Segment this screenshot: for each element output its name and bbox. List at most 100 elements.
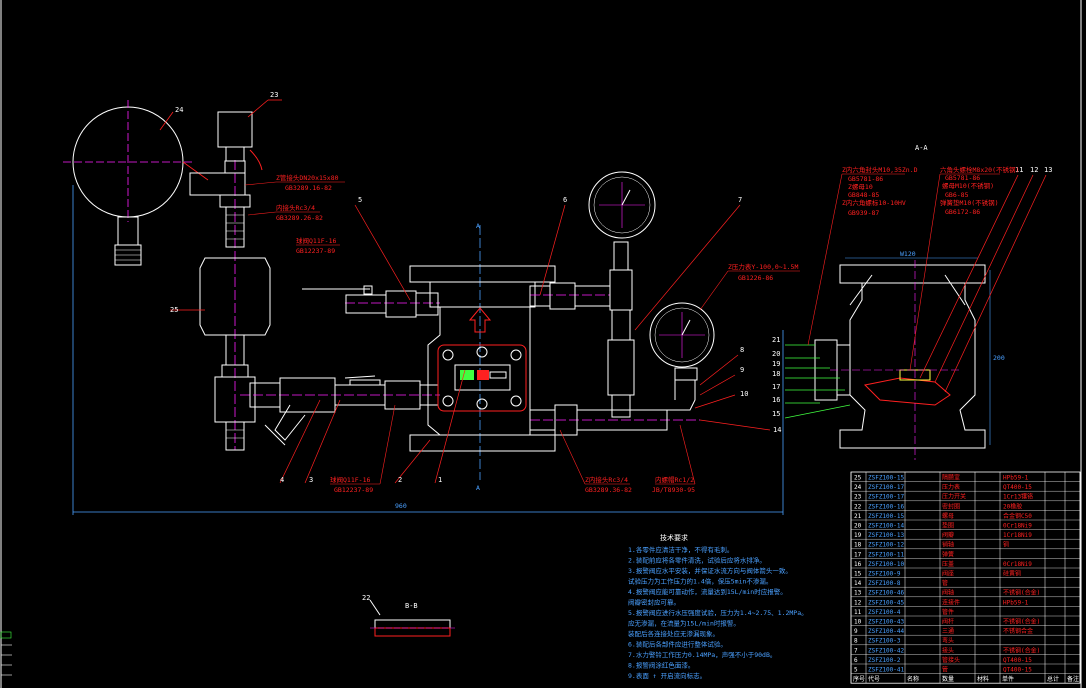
part-num-4: 4 bbox=[280, 476, 284, 484]
part-num-17: 17 bbox=[772, 383, 780, 391]
pressure-gauge-24: 24 bbox=[63, 100, 209, 266]
note-line: 试验压力为工作压力的1.4倍，保压5min不渗漏。 bbox=[628, 577, 772, 586]
table-cell-code: ZSFZ100-10 bbox=[868, 561, 905, 568]
note-line: 阀瓣密封应可靠。 bbox=[628, 598, 680, 607]
callout-1b: GB3289.16-82 bbox=[285, 184, 332, 192]
table-cell-name: 管 bbox=[942, 579, 948, 587]
table-cell-code: ZSFZ100-44 bbox=[868, 628, 905, 635]
part-num-1: 1 bbox=[438, 476, 442, 484]
table-header-cell: 单件 bbox=[1002, 675, 1014, 683]
table-header-cell: 备注 bbox=[1067, 675, 1079, 683]
table-cell-code: ZSFZ100-4 bbox=[868, 609, 901, 616]
callout-6b: GB3289.36-82 bbox=[585, 486, 632, 494]
table-cell-num: 8 bbox=[854, 638, 858, 645]
part-num-12: 12 bbox=[1030, 166, 1038, 174]
callout-7a: 内螺帽Rc1/2 bbox=[655, 475, 694, 484]
dim-top-right: W120 bbox=[900, 250, 916, 258]
table-cell-num: 6 bbox=[854, 657, 858, 664]
part-num-2: 2 bbox=[398, 476, 402, 484]
callout-3b: GB12237-89 bbox=[296, 247, 335, 255]
table-cell-code: ZSFZ100-17 bbox=[868, 494, 905, 501]
table-cell-code: ZSFZ100-12 bbox=[868, 542, 905, 549]
callout-r9: 螺母M10(不锈钢) bbox=[942, 181, 994, 190]
table-cell-material: HPb59-1 bbox=[1003, 475, 1029, 482]
table-cell-material: 不锈钢合金 bbox=[1003, 627, 1033, 635]
callout-r4: GB848-85 bbox=[848, 191, 879, 199]
table-cell-num: 17 bbox=[854, 551, 862, 558]
part-num-10: 10 bbox=[740, 390, 748, 398]
table-cell-name: 阀座 bbox=[942, 570, 954, 578]
table-cell-code: ZSFZ100-17 bbox=[868, 484, 905, 491]
table-cell-name: 三通 bbox=[942, 627, 954, 635]
table-header-cell: 数量 bbox=[942, 675, 954, 683]
left-pipe-assembly: 25 bbox=[170, 160, 271, 451]
section-a-a-view: A-A W120 200 bbox=[814, 144, 1005, 460]
upper-gauge bbox=[588, 171, 656, 239]
table-cell-name: 管 bbox=[942, 666, 948, 674]
note-line: 6.装配后各部件应进行整体试验。 bbox=[628, 640, 727, 649]
note-line: 4.报警阀应能可靠动作，流量达到15L/min时应报警。 bbox=[628, 587, 787, 596]
table-cell-code: ZSFZ100-46 bbox=[868, 590, 905, 597]
technical-notes: 技术要求 bbox=[660, 533, 688, 542]
note-line: 1.各零件应清洁干净，不得有毛刺。 bbox=[628, 545, 733, 554]
part-num-3: 3 bbox=[309, 476, 313, 484]
note-line: 9.表面 ↑ 开启流向标志。 bbox=[628, 671, 706, 680]
table-cell-material: 0Cr18Ni9 bbox=[1003, 523, 1032, 530]
table-cell-name: 密封圈 bbox=[942, 502, 960, 510]
part-num-5: 5 bbox=[358, 196, 362, 204]
table-cell-name: 管接头 bbox=[942, 656, 960, 664]
callout-7b: JB/T8930-95 bbox=[652, 486, 695, 494]
table-cell-num: 23 bbox=[854, 494, 862, 501]
table-cell-material: QT400-15 bbox=[1003, 484, 1032, 491]
table-cell-material: 不锈钢(合金) bbox=[1003, 618, 1040, 626]
table-header-cell: 名称 bbox=[907, 675, 919, 683]
part-num-21: 21 bbox=[772, 336, 780, 344]
section-title-b-b: B-B bbox=[405, 602, 418, 610]
table-cell-num: 21 bbox=[854, 513, 862, 520]
table-cell-material: 铜 bbox=[1003, 541, 1009, 549]
callout-5a: 球阀Q11F-16 bbox=[330, 475, 370, 484]
part-num-8: 8 bbox=[740, 346, 744, 354]
callout-5b: GB12237-89 bbox=[334, 486, 373, 494]
section-b-b-view: B-B 22 bbox=[362, 594, 455, 637]
alarm-valve-body: A A bbox=[409, 222, 556, 492]
note-line: 应无渗漏，在流量为15L/min时报警。 bbox=[628, 619, 740, 628]
table-cell-num: 11 bbox=[854, 609, 862, 616]
part-num-7: 7 bbox=[738, 196, 742, 204]
table-cell-code: ZSFZ100-14 bbox=[868, 523, 905, 530]
table-cell-material: 20橡胶 bbox=[1003, 502, 1022, 510]
table-cell-name: 压力表 bbox=[942, 483, 960, 491]
callout-r3: Z螺母10 bbox=[848, 182, 873, 191]
table-header-cell: 总计 bbox=[1047, 675, 1059, 683]
table-cell-code: ZSFZ100-2 bbox=[868, 657, 901, 664]
table-cell-material: 0Cr18Ni9 bbox=[1003, 561, 1032, 568]
lower-gauge bbox=[649, 302, 715, 368]
part-num-16: 16 bbox=[772, 396, 780, 404]
table-cell-num: 5 bbox=[854, 667, 858, 674]
callout-r7: 六角头螺栓M8x20(不锈钢) bbox=[940, 165, 1019, 174]
note-line: 装配后各连接处应无渗漏现象。 bbox=[628, 629, 719, 638]
table-cell-material: 不锈钢(合金) bbox=[1003, 646, 1040, 654]
table-cell-name: 销轴 bbox=[942, 541, 954, 549]
section-mark-bottom: A bbox=[476, 484, 480, 492]
part-num-15: 15 bbox=[772, 410, 780, 418]
callouts: Z管接头DN20x15x80 GB3289.16-82 内接头Rc3/4 GB3… bbox=[244, 165, 1019, 494]
table-cell-name: 弹簧 bbox=[942, 550, 954, 558]
callout-1a: Z管接头DN20x15x80 bbox=[276, 173, 339, 182]
table-cell-code: ZSFZ100-15 bbox=[868, 513, 905, 520]
table-cell-num: 15 bbox=[854, 571, 862, 578]
callout-6a: Z内接头Rc3/4 bbox=[585, 475, 628, 484]
table-cell-material: HPb59-1 bbox=[1003, 599, 1029, 606]
table-cell-name: 弯头 bbox=[942, 637, 954, 645]
table-cell-code: ZSFZ100-8 bbox=[868, 580, 901, 587]
table-cell-code: ZSFZ100-16 bbox=[868, 503, 905, 510]
part-num-23: 23 bbox=[270, 91, 278, 99]
table-cell-code: ZSFZ100-13 bbox=[868, 532, 905, 539]
table-cell-code: ZSFZ100-15 bbox=[868, 475, 905, 482]
part-num-18: 18 bbox=[772, 370, 780, 378]
callout-r6: GB939-87 bbox=[848, 209, 879, 217]
table-cell-name: 阀杆 bbox=[942, 618, 954, 626]
leaders-right: 11 12 13 21 20 19 18 17 16 15 bbox=[772, 166, 1052, 419]
note-line: 3.报警阀应水平安装，并保证水流方向与阀体箭头一致。 bbox=[628, 566, 792, 575]
